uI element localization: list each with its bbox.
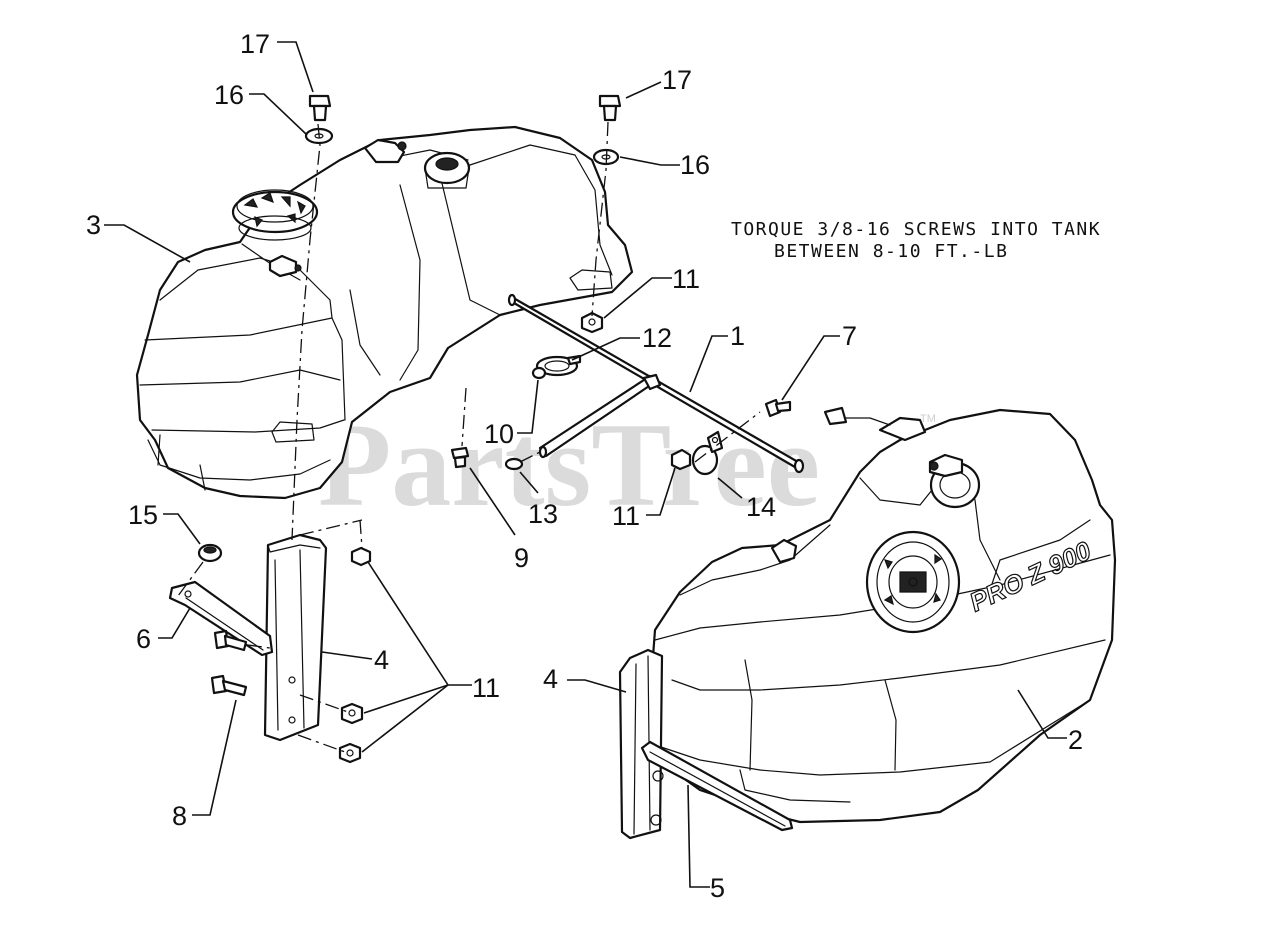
callout-4: 4	[374, 645, 389, 675]
alignment-lines	[177, 121, 761, 753]
grommet-icon	[197, 543, 223, 563]
bolt-icon	[308, 94, 332, 122]
torque-note-line-1: TORQUE 3/8-16 SCREWS INTO TANK	[731, 219, 1101, 240]
torque-note-line-2: BETWEEN 8-10 FT.-LB	[774, 241, 1008, 262]
callout-11: 11	[612, 501, 640, 531]
callout-16: 16	[214, 80, 244, 110]
callout-6: 6	[136, 624, 151, 654]
bolt-icon	[598, 94, 622, 122]
mounting-bracket-left	[263, 533, 328, 742]
callout-7: 7	[842, 321, 857, 351]
clamp-icon	[531, 366, 547, 380]
nut-icon	[350, 546, 372, 567]
bolt-icon	[450, 446, 470, 469]
clamp-icon	[535, 354, 582, 377]
callout-labels: 17 16 17 16 3 11 12 1 7 10 13 9 11 14 15…	[86, 29, 1083, 903]
fuel-fitting-icon	[423, 151, 471, 189]
watermark-trademark: TM	[920, 413, 936, 425]
bolt-icon	[210, 674, 248, 697]
nut-icon	[670, 448, 692, 471]
bracket-6	[168, 580, 274, 657]
leader-lines	[104, 41, 1067, 888]
callout-15: 15	[128, 500, 158, 530]
callout-16: 16	[680, 150, 710, 180]
callout-8: 8	[172, 801, 187, 831]
callout-14: 14	[746, 492, 776, 522]
watermark: PartsTree TM	[318, 398, 936, 531]
torque-note: TORQUE 3/8-16 SCREWS INTO TANK BETWEEN 8…	[731, 219, 1101, 262]
watermark-text: PartsTree	[318, 398, 820, 531]
nut-icon	[338, 742, 362, 764]
fuel-cap-icon	[231, 189, 319, 241]
bolt-icon	[213, 629, 248, 652]
fuel-cap-icon	[865, 530, 961, 634]
clamp-icon	[691, 430, 724, 476]
mounting-bracket-right	[618, 648, 664, 840]
callout-11: 11	[672, 264, 700, 294]
callout-10: 10	[484, 419, 514, 449]
callout-3: 3	[86, 210, 101, 240]
callout-4: 4	[543, 664, 558, 694]
callout-17: 17	[662, 65, 692, 95]
clamp-icon	[504, 457, 524, 471]
nut-icon	[340, 702, 364, 725]
bolt-icon	[764, 398, 792, 418]
bracket-5	[640, 740, 794, 832]
callout-9: 9	[514, 543, 529, 573]
callout-13: 13	[528, 499, 558, 529]
callout-12: 12	[642, 323, 672, 353]
callout-11: 11	[472, 673, 500, 703]
callout-2: 2	[1068, 725, 1083, 755]
tube-icon	[507, 293, 805, 474]
callout-5: 5	[710, 873, 725, 903]
callout-1: 1	[730, 321, 745, 351]
fuel-fitting-icon	[268, 138, 407, 278]
fuel-fitting-icon	[770, 406, 981, 564]
callout-17: 17	[240, 29, 270, 59]
